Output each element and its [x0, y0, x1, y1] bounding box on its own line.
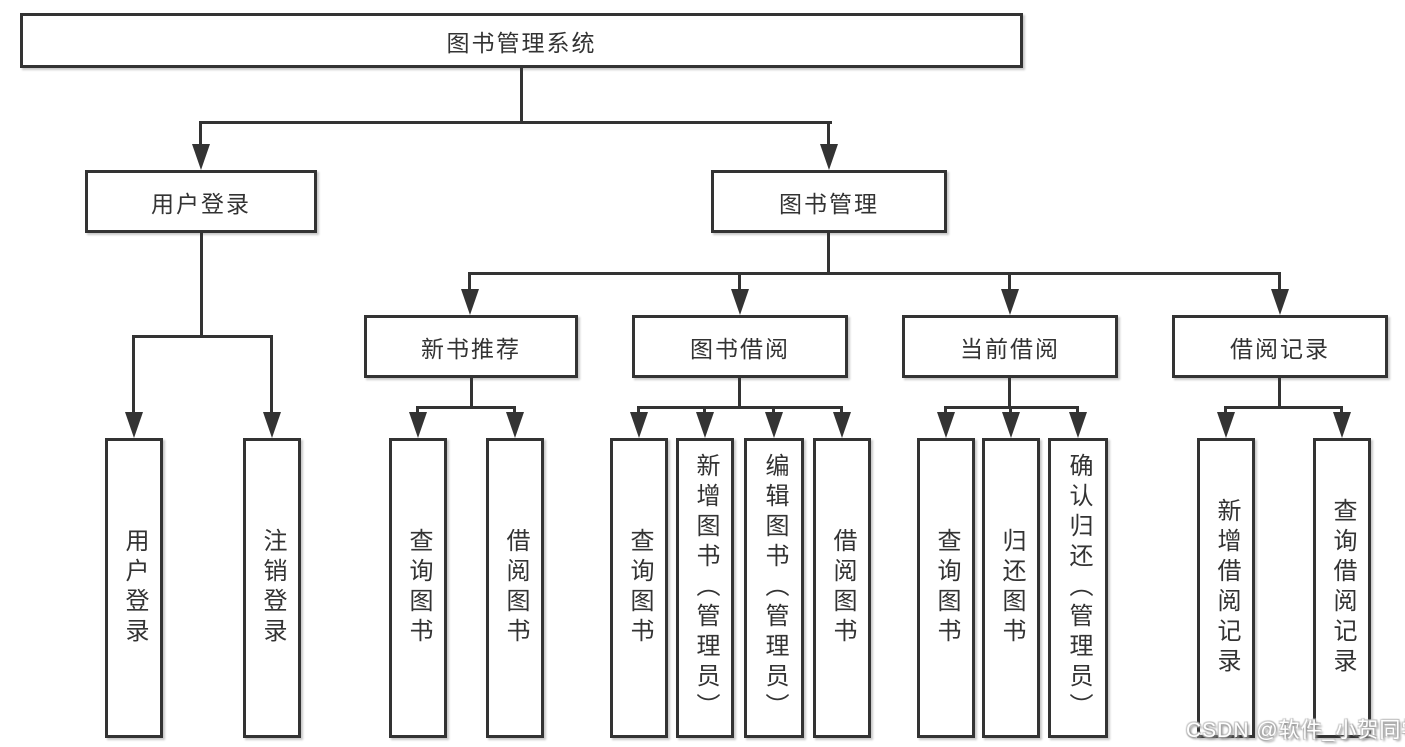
node-borrow-records: 借阅记录 — [1172, 315, 1388, 378]
connector-line — [270, 335, 273, 417]
leaf-label: 查询图书 — [405, 528, 432, 648]
arrow-down-icon — [1001, 289, 1019, 315]
leaf-add-borrow-record: 新增借阅记录 — [1197, 438, 1255, 738]
node-user-login: 用户登录 — [85, 170, 317, 233]
leaf-logout: 注销登录 — [243, 438, 301, 738]
connector-line — [416, 406, 419, 416]
node-current-borrow: 当前借阅 — [902, 315, 1118, 378]
connector-line — [513, 406, 516, 416]
connector-line — [1278, 272, 1281, 292]
connector-line — [827, 233, 830, 275]
connector-line — [1008, 272, 1011, 292]
connector-line — [1224, 406, 1227, 416]
leaf-query-books-3: 查询图书 — [917, 438, 975, 738]
connector-line — [637, 406, 640, 416]
connector-line — [468, 272, 471, 292]
connector-line — [827, 121, 830, 149]
connector-line — [1009, 406, 1012, 416]
connector-line — [738, 378, 741, 409]
leaf-label: 编辑图书（管理员） — [761, 453, 788, 723]
connector-line — [1278, 378, 1281, 409]
arrow-down-icon — [1271, 289, 1289, 315]
node-label: 当前借阅 — [960, 335, 1060, 362]
node-book-borrow: 图书借阅 — [632, 315, 848, 378]
connector-line — [1340, 406, 1343, 416]
arrow-down-icon — [125, 412, 143, 438]
leaf-confirm-return-admin: 确认归还（管理员） — [1048, 438, 1108, 738]
leaf-edit-book-admin: 编辑图书（管理员） — [744, 438, 804, 738]
leaf-label: 借阅图书 — [829, 528, 856, 648]
connector-line — [1224, 406, 1343, 409]
arrow-down-icon — [192, 144, 210, 170]
connector-line — [200, 233, 203, 338]
arrow-down-icon — [731, 289, 749, 315]
connector-line — [1008, 378, 1011, 409]
connector-line — [637, 406, 843, 409]
arrow-down-icon — [765, 412, 783, 438]
arrow-down-icon — [1002, 412, 1020, 438]
arrow-down-icon — [696, 412, 714, 438]
leaf-label: 归还图书 — [998, 528, 1025, 648]
arrow-down-icon — [263, 412, 281, 438]
connector-line — [416, 406, 516, 409]
arrow-down-icon — [820, 144, 838, 170]
connector-line — [199, 121, 202, 149]
connector-line — [772, 406, 775, 416]
leaf-query-borrow-record: 查询借阅记录 — [1313, 438, 1371, 738]
node-label: 图书管理系统 — [446, 29, 597, 56]
node-library-system: 图书管理系统 — [20, 13, 1023, 68]
connector-line — [132, 335, 135, 417]
leaf-label: 借阅图书 — [502, 528, 529, 648]
leaf-label: 注销登录 — [259, 528, 286, 648]
arrow-down-icon — [461, 289, 479, 315]
node-label: 新书推荐 — [421, 335, 521, 362]
leaf-label: 查询借阅记录 — [1329, 498, 1356, 678]
arrow-down-icon — [1069, 412, 1087, 438]
leaf-query-books-2: 查询图书 — [610, 438, 668, 738]
leaf-add-book-admin: 新增图书（管理员） — [676, 438, 734, 738]
leaf-user-login: 用户登录 — [105, 438, 163, 738]
connector-line — [840, 406, 843, 416]
watermark: CSDN @软件_小贺同学 — [1186, 719, 1405, 742]
connector-line — [1076, 406, 1079, 416]
arrow-down-icon — [937, 412, 955, 438]
connector-line — [468, 272, 1281, 275]
node-label: 图书借阅 — [690, 335, 790, 362]
leaf-query-books-1: 查询图书 — [389, 438, 447, 738]
leaf-borrow-books-1: 借阅图书 — [486, 438, 544, 738]
arrow-down-icon — [1217, 412, 1235, 438]
leaf-label: 新增图书（管理员） — [692, 453, 719, 723]
connector-line — [132, 335, 273, 338]
connector-line — [199, 121, 832, 124]
node-label: 用户登录 — [151, 190, 251, 217]
node-label: 图书管理 — [779, 190, 879, 217]
leaf-borrow-books-2: 借阅图书 — [813, 438, 871, 738]
arrow-down-icon — [1333, 412, 1351, 438]
arrow-down-icon — [409, 412, 427, 438]
node-book-management: 图书管理 — [711, 170, 947, 233]
node-new-book-recommend: 新书推荐 — [364, 315, 578, 378]
leaf-return-book: 归还图书 — [982, 438, 1040, 738]
leaf-label: 查询图书 — [933, 528, 960, 648]
leaf-label: 新增借阅记录 — [1213, 498, 1240, 678]
leaf-label: 确认归还（管理员） — [1065, 453, 1092, 723]
arrow-down-icon — [833, 412, 851, 438]
connector-line — [703, 406, 706, 416]
leaf-label: 查询图书 — [626, 528, 653, 648]
connector-line — [738, 272, 741, 292]
connector-line — [470, 378, 473, 409]
arrow-down-icon — [506, 412, 524, 438]
connector-line — [944, 406, 947, 416]
connector-line — [520, 68, 523, 124]
arrow-down-icon — [630, 412, 648, 438]
node-label: 借阅记录 — [1230, 335, 1330, 362]
leaf-label: 用户登录 — [121, 528, 148, 648]
